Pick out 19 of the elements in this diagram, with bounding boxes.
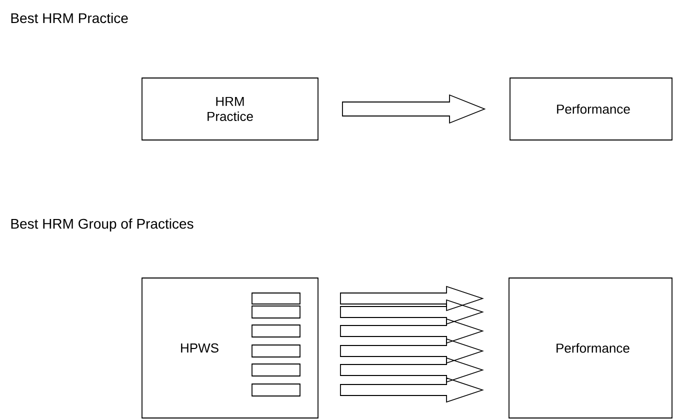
process-box: HRM Practice: [142, 78, 318, 140]
practice-bar: [252, 292, 300, 304]
block-arrow: [340, 357, 484, 383]
block-arrow: [340, 377, 484, 403]
process-box: Performance: [510, 78, 672, 140]
block-arrow: [340, 286, 484, 312]
group-box: HPWS: [142, 278, 318, 418]
practice-bar: [252, 384, 300, 396]
block-arrow: [342, 94, 486, 124]
section-heading: Best HRM Group of Practices: [11, 218, 194, 232]
practice-bar: [252, 324, 300, 338]
practice-bar: [252, 306, 300, 318]
section-heading: Best HRM Practice: [11, 12, 128, 24]
block-arrow: [340, 338, 484, 364]
practice-bar: [252, 344, 300, 358]
block-arrow: [340, 299, 484, 325]
practice-bar: [252, 364, 300, 376]
block-arrow: [340, 318, 484, 344]
process-box: Performance: [508, 278, 672, 418]
